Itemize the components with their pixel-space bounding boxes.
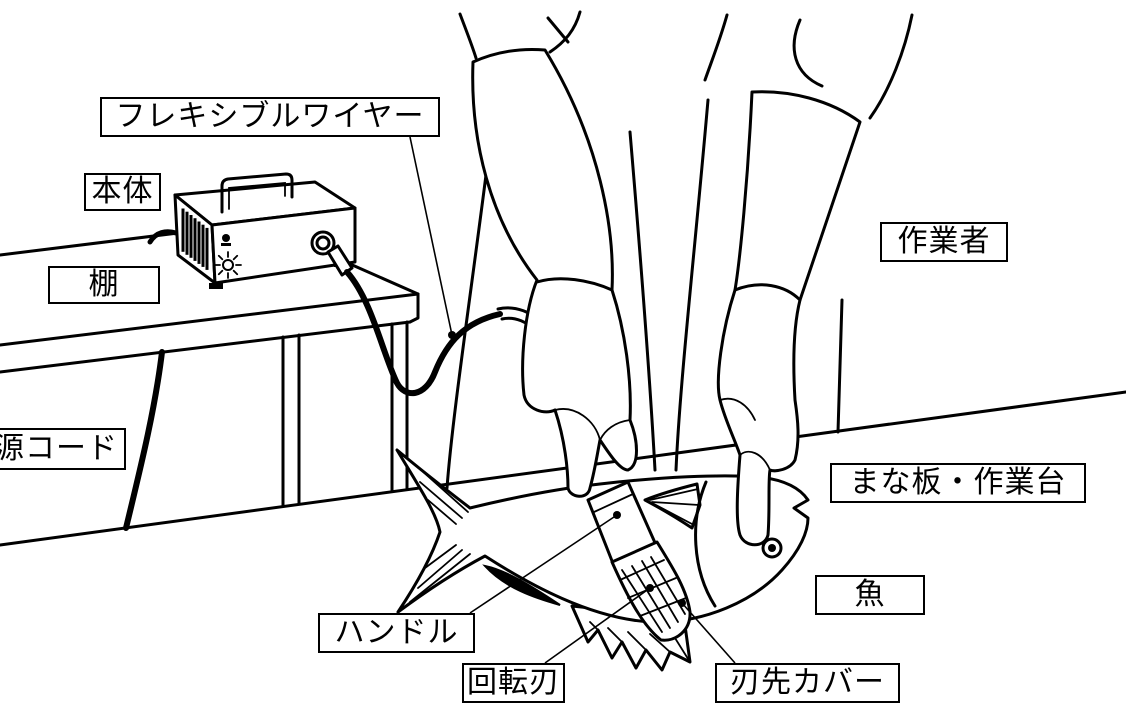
- carry-handle: [220, 172, 294, 214]
- leader-blade-cover: [681, 602, 736, 664]
- label-handle-text: ハンドル: [334, 615, 459, 650]
- table-top-side-edge: [348, 262, 420, 296]
- carry-handle-inner: [228, 182, 286, 210]
- fish-ventral-fin: [482, 564, 561, 606]
- speed-dial-ticks: [214, 251, 242, 279]
- table-back-edge: [0, 231, 180, 257]
- table-right-end: [408, 292, 420, 324]
- worker-body: [445, 98, 844, 490]
- vent-slots: [181, 208, 209, 270]
- left-sleeve-outer: [458, 12, 478, 60]
- apron-line-left: [445, 173, 488, 490]
- leader-flexible-wire: [409, 136, 453, 336]
- work-surface-edge: [0, 390, 1126, 547]
- right-glove-wrist: [733, 283, 802, 302]
- fish-eye-pupil: [768, 544, 776, 552]
- leader-dot-rotary-blade: [646, 584, 654, 592]
- speed-dial-icon: [214, 251, 242, 279]
- main-unit-front: [210, 206, 357, 285]
- fish-gill-line: [694, 480, 717, 608]
- apron-line-right: [836, 298, 844, 434]
- fish-anal-fin-rays: [589, 621, 691, 663]
- table-top-front-edge: [0, 292, 420, 347]
- power-cord-lower: [123, 349, 165, 531]
- right-glove: [716, 90, 862, 547]
- left-arm: [458, 10, 638, 498]
- label-blade-cover-text: 刃先カバー: [730, 665, 885, 700]
- right-glove-finger-lines: [719, 397, 771, 471]
- label-flexible-wire: フレキシブルワイヤー: [100, 97, 440, 137]
- left-glove: [471, 48, 638, 498]
- label-flexible-wire-text: フレキシブルワイヤー: [115, 99, 425, 134]
- label-main-unit: 本体: [84, 173, 161, 211]
- tool-handle-band: [593, 493, 634, 513]
- right-arm: [703, 13, 914, 547]
- left-sleeve-inner: [548, 10, 582, 54]
- fish-pectoral-fin-rays: [649, 488, 700, 525]
- label-worker-text: 作業者: [897, 224, 991, 259]
- apron-line-center-right: [674, 98, 710, 472]
- apron-line-center: [628, 130, 657, 472]
- wire-strain-relief: [326, 244, 354, 277]
- label-fish-text: 魚: [854, 577, 886, 612]
- main-unit: [173, 172, 357, 289]
- power-switch-base: [221, 243, 231, 246]
- label-main-unit-text: 本体: [91, 174, 154, 209]
- power-switch-knob: [222, 234, 230, 242]
- flexible-wire: [326, 244, 547, 397]
- label-rotary-blade: 回転刃: [462, 663, 565, 703]
- leader-lines: [409, 136, 736, 664]
- wire-connector-inner: [315, 235, 331, 251]
- leader-dot-flexible-wire: [448, 331, 456, 339]
- right-sleeve-fold-left: [703, 13, 729, 82]
- table-leg-left: [281, 333, 301, 507]
- label-cutting-board: まな板・作業台: [830, 463, 1086, 503]
- label-power-cord: 源コード: [0, 428, 126, 470]
- label-handle: ハンドル: [318, 613, 475, 653]
- fish-tail-rays: [409, 461, 471, 603]
- left-glove-finger-lines: [554, 408, 631, 441]
- right-sleeve-outer: [868, 13, 914, 120]
- power-cord: [123, 229, 179, 531]
- label-fish: 魚: [815, 575, 925, 615]
- label-shelf-text: 棚: [88, 267, 120, 302]
- power-switch-icon: [221, 234, 231, 246]
- leader-handle: [469, 514, 618, 614]
- leader-dot-blade-cover: [678, 599, 686, 607]
- left-glove-wrist: [535, 277, 614, 292]
- flexible-wire-cable: [344, 269, 503, 397]
- power-cord-upper: [147, 229, 179, 245]
- speed-dial-knob: [222, 259, 234, 271]
- label-worker: 作業者: [880, 222, 1008, 262]
- label-power-cord-text: 源コード: [0, 431, 118, 466]
- table-front-lower-edge: [0, 320, 412, 374]
- main-unit-foot-left: [209, 283, 223, 289]
- leader-dot-handle: [613, 511, 621, 519]
- label-blade-cover: 刃先カバー: [715, 663, 900, 703]
- right-sleeve-fold-center: [792, 18, 824, 88]
- tool-blade-ribs: [619, 556, 687, 633]
- label-cutting-board-text: まな板・作業台: [849, 465, 1067, 500]
- label-rotary-blade-text: 回転刃: [467, 665, 560, 700]
- label-shelf: 棚: [48, 266, 160, 304]
- leader-rotary-blade: [544, 587, 651, 664]
